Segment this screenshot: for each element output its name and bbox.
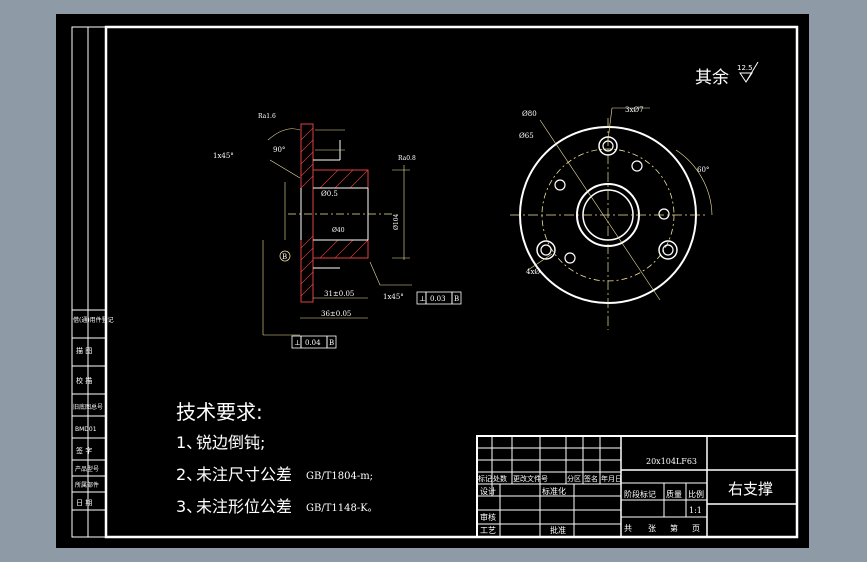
dim-angle: 90°	[273, 146, 285, 154]
tech-requirements: 技术要求: 1、 锐边倒钝; 2、 未注尺寸公差 GB/T1804-m; 3、 …	[176, 400, 378, 516]
surface-finish-symbol	[739, 61, 759, 83]
tb-sheet-total: 共	[624, 524, 632, 533]
tb-design: 设计	[480, 486, 496, 496]
perp-frame-right-val: 0.03	[430, 295, 446, 303]
tb-approve: 批准	[550, 525, 566, 535]
tech-req-1-text: 锐边倒钝;	[196, 433, 265, 452]
section-dimension-texts: 1x45° 90° Ø0.5 31±0.05 36±0.05 1x45° B R…	[213, 113, 416, 318]
dim-pcd-large: Ø80	[522, 110, 537, 118]
tech-req-2-code: GB/T1804-m;	[306, 471, 373, 482]
tb-standardize: 标准化	[542, 486, 566, 496]
tech-req-title: 技术要求:	[176, 400, 263, 424]
tb-stage-mark: 阶段标记	[624, 489, 656, 499]
tb-review: 审核	[480, 512, 496, 522]
tb-weight: 质量	[666, 489, 682, 499]
inner-frame	[104, 25, 799, 539]
surface-finish-value: 12.5	[737, 64, 753, 72]
tech-req-3-code: GB/T1148-K。	[306, 503, 378, 514]
tb-scale-value: 1:1	[689, 506, 702, 515]
perp-frame-bottom-sym: ⊥	[294, 339, 301, 347]
dim-hub: Ø40	[332, 227, 345, 234]
left-col-label-1: 描 图	[76, 346, 92, 355]
title-block: 标记 处数 更改文件号 分区 签名 年月日 设计 标准化 审核 工艺 批准 20…	[476, 435, 798, 538]
tech-req-2-text: 未注尺寸公差	[196, 465, 292, 484]
perp-frame-bottom-datum: B	[329, 339, 334, 347]
left-col-label-0: 借(通)用件登记	[73, 316, 114, 324]
left-col-label-7: 所属部件	[75, 481, 99, 489]
tb-header-1: 处数	[493, 474, 507, 483]
tb-process: 工艺	[480, 526, 496, 535]
section-view	[262, 123, 412, 336]
tb-header-2: 更改文件号	[513, 474, 548, 483]
left-col-label-6: 产品型号	[75, 465, 99, 473]
tech-req-3-prefix: 3、	[176, 497, 202, 516]
tb-header-5: 年月日	[601, 474, 622, 483]
front-dimension-texts: Ø80 Ø65 3xØ7 60° 4xØ	[519, 106, 709, 276]
perp-frame-right-datum: B	[454, 295, 459, 303]
dim-bore-tol: Ø0.5	[321, 190, 338, 198]
tb-header-4: 签名	[584, 474, 598, 483]
perp-frame-right: ⊥ 0.03 B	[416, 291, 462, 305]
dim-length-2: 36±0.05	[321, 310, 351, 318]
dim-holes-bottom: 4xØ	[526, 268, 540, 276]
tb-sheet-unit: 张	[648, 524, 656, 533]
left-column-table	[72, 27, 106, 537]
tb-drawing-number: 20x104LF63	[646, 457, 697, 466]
left-col-label-5: 签 字	[76, 446, 92, 455]
tb-part-name: 右支撑	[728, 480, 773, 498]
dim-pcd-small: Ø65	[519, 132, 534, 140]
dim-holes-top: 3xØ7	[625, 106, 644, 114]
left-col-value-4: BMD01	[75, 426, 97, 433]
dim-chamfer-right: 1x45°	[383, 293, 404, 301]
tb-header-0: 标记	[478, 474, 492, 483]
left-col-label-8: 日 期	[76, 499, 92, 507]
tech-req-1-prefix: 1、	[176, 433, 202, 452]
tech-req-2-prefix: 2、	[176, 465, 202, 484]
tb-header-3: 分区	[567, 474, 581, 483]
dim-length-1: 31±0.05	[324, 290, 354, 298]
dim-chamfer-left: 1x45°	[213, 152, 234, 160]
tech-req-3-text: 未注形位公差	[196, 497, 292, 516]
dim-flange: Ø104	[393, 213, 400, 230]
dim-ra-left: Ra1.6	[258, 113, 276, 120]
perp-frame-bottom-val: 0.04	[305, 339, 321, 347]
front-view	[510, 107, 713, 330]
surface-finish-note: 其余	[695, 68, 729, 88]
dim-ra-right: Ra0.8	[398, 155, 416, 162]
tb-scale-label: 比例	[688, 489, 704, 499]
left-column-labels: 借(通)用件登记 描 图 校 描 旧底图总号 BMD01 签 字 产品型号 所属…	[73, 316, 114, 507]
left-col-label-3: 旧底图总号	[73, 403, 103, 411]
tb-sheet-page-unit: 页	[692, 524, 700, 533]
drawing-sheet	[56, 14, 809, 548]
tb-sheet-page: 第	[670, 523, 678, 533]
perp-frame-bottom: ⊥ 0.04 B	[291, 335, 337, 349]
left-col-label-2: 校 描	[76, 376, 92, 385]
dim-angle-right: 60°	[697, 166, 709, 174]
datum-label: B	[282, 253, 287, 261]
perp-frame-right-sym: ⊥	[419, 295, 426, 303]
